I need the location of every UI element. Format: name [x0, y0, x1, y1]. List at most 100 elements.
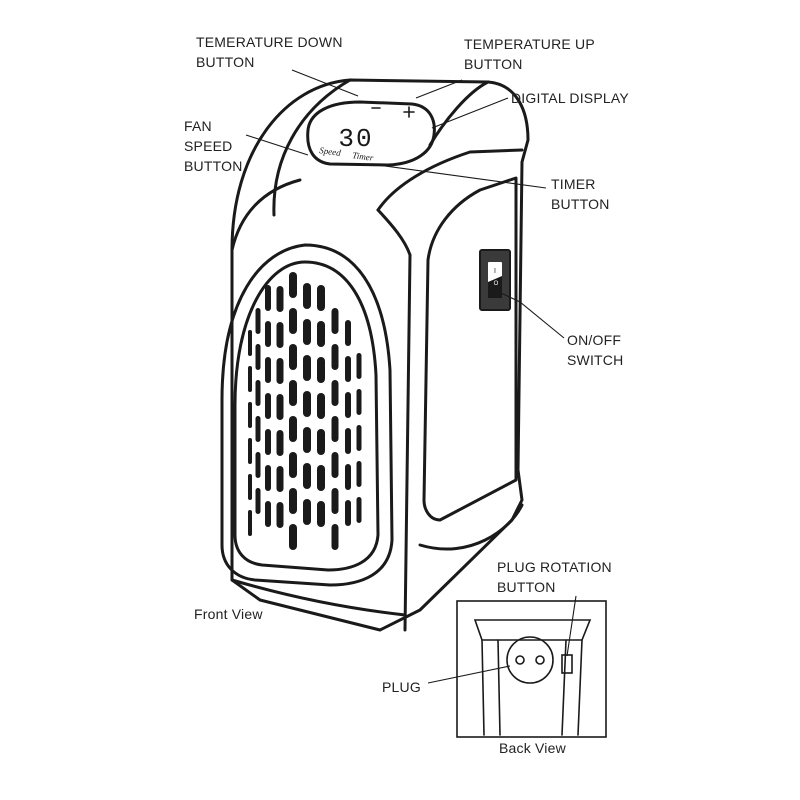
vent-slot — [345, 428, 351, 454]
vent-slot — [356, 425, 362, 451]
label-on-off: ON/OFF SWITCH — [567, 330, 623, 370]
vent-slot — [265, 285, 271, 311]
label-digital-display: DIGITAL DISPLAY — [511, 88, 629, 108]
vent-slot — [255, 380, 261, 406]
vent-slot — [255, 308, 261, 334]
vent-slot — [303, 355, 311, 381]
vent-slot — [289, 272, 297, 298]
label-plug-rotation-line1: PLUG ROTATION — [497, 559, 612, 575]
vent-slot — [331, 344, 339, 370]
vent-slot — [317, 285, 325, 311]
vent-slot — [356, 497, 362, 523]
vent-slot — [345, 356, 351, 382]
vent-slot — [356, 389, 362, 415]
vent-slot — [248, 438, 252, 464]
vent-slot — [331, 488, 339, 514]
vent-slot — [356, 461, 362, 487]
label-fan-speed: FAN SPEED BUTTON — [184, 116, 243, 176]
plug-rotation-button — [561, 654, 573, 674]
vent-slot — [276, 466, 284, 492]
vent-slot — [265, 429, 271, 455]
vent-slot — [255, 416, 261, 442]
vent-slot — [303, 319, 311, 345]
temp-up-icon — [403, 106, 415, 118]
display-reading: 30 — [338, 124, 373, 154]
label-digital-display-text: DIGITAL DISPLAY — [511, 90, 629, 106]
label-plug-rotation-line2: BUTTON — [497, 579, 556, 595]
vent-slot — [345, 500, 351, 526]
heater-back-view — [456, 600, 607, 738]
vent-slot — [248, 366, 252, 392]
timer-display-label: Timer — [352, 150, 375, 163]
vent-slot — [276, 286, 284, 312]
vent-slot — [317, 321, 325, 347]
vent-slot — [345, 320, 351, 346]
label-fan-speed-line2: SPEED — [184, 138, 233, 154]
speed-label: Speed — [319, 145, 342, 158]
vent-slot — [289, 488, 297, 514]
vent-slot — [276, 358, 284, 384]
label-fan-speed-line3: BUTTON — [184, 158, 243, 174]
label-temp-up-line2: BUTTON — [464, 56, 523, 72]
vent-slot — [265, 393, 271, 419]
vent-slot — [331, 416, 339, 442]
vent-slot — [345, 392, 351, 418]
switch-off-mark: O — [494, 281, 499, 287]
label-temp-up-line1: TEMPERATURE UP — [464, 36, 595, 52]
vent-slot — [265, 465, 271, 491]
vent-slot — [289, 380, 297, 406]
caption-back-view-text: Back View — [499, 740, 566, 756]
vent-slot — [276, 394, 284, 420]
label-temp-down: TEMERATURE DOWN BUTTON — [196, 32, 343, 72]
vent-slot — [317, 501, 325, 527]
control-panel: 30 Speed Timer — [306, 100, 436, 167]
caption-back-view: Back View — [499, 738, 566, 758]
plug-face — [506, 636, 554, 684]
vent-slot — [303, 427, 311, 453]
vent-slot — [289, 452, 297, 478]
vent-slot — [345, 464, 351, 490]
vent-slot — [303, 499, 311, 525]
vent-slot — [289, 308, 297, 334]
leader-lines — [245, 69, 577, 684]
vent-slot — [303, 391, 311, 417]
label-temp-up: TEMPERATURE UP BUTTON — [464, 34, 595, 74]
vent-slot — [276, 502, 284, 528]
vent-slot — [317, 357, 325, 383]
vent-slot — [303, 283, 311, 309]
vent-slot — [248, 402, 252, 428]
label-plug-rotation: PLUG ROTATION BUTTON — [497, 557, 612, 597]
vent-slot — [265, 501, 271, 527]
vent-slot — [289, 416, 297, 442]
vent-slot — [248, 474, 252, 500]
vent-slot — [356, 353, 362, 379]
vent-slot — [289, 344, 297, 370]
vent-slot — [255, 488, 261, 514]
vent-slot — [276, 430, 284, 456]
label-temp-down-line1: TEMERATURE DOWN — [196, 34, 343, 50]
label-on-off-line1: ON/OFF — [567, 332, 622, 348]
vent-slot — [255, 344, 261, 370]
label-timer-line2: BUTTON — [551, 196, 610, 212]
vent-slot — [331, 524, 339, 550]
vent-slot — [331, 380, 339, 406]
vent-slot — [317, 393, 325, 419]
heater-front-body — [230, 78, 530, 632]
vent-slot — [289, 524, 297, 550]
vent-slot — [265, 357, 271, 383]
caption-front-view: Front View — [194, 604, 263, 624]
vent-slot — [331, 308, 339, 334]
vent-slot — [317, 429, 325, 455]
label-on-off-line2: SWITCH — [567, 352, 624, 368]
label-temp-down-line2: BUTTON — [196, 54, 255, 70]
label-fan-speed-line1: FAN — [184, 118, 212, 134]
vent-slot — [248, 330, 252, 356]
label-timer: TIMER BUTTON — [551, 174, 610, 214]
caption-front-view-text: Front View — [194, 606, 263, 622]
vent-slot — [265, 321, 271, 347]
vent-slot — [317, 465, 325, 491]
vent-slot — [255, 452, 261, 478]
grille-slots — [248, 272, 362, 550]
